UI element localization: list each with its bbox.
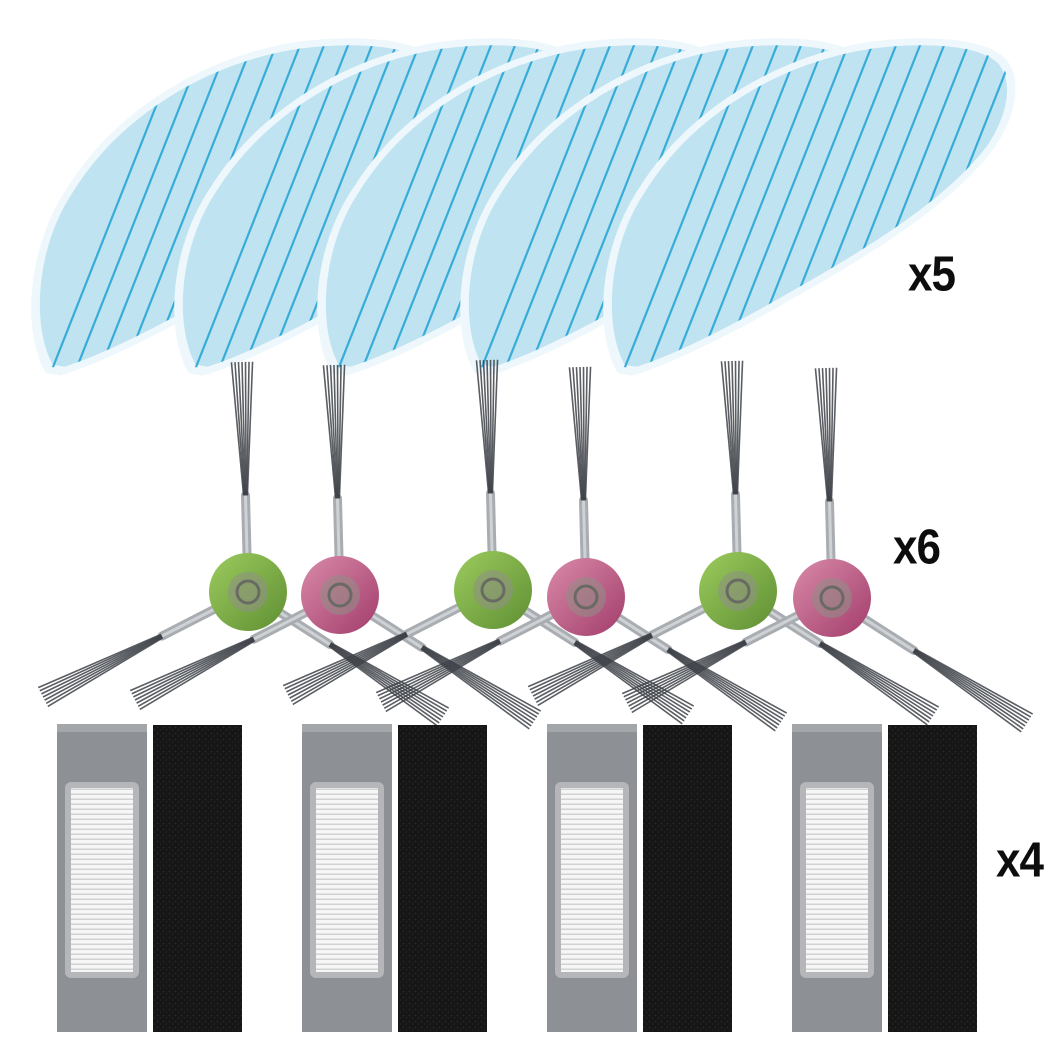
sponge-filter [888, 725, 977, 1032]
side-brushes-group [37, 359, 1034, 733]
hepa-filter [547, 724, 637, 1032]
filter-quantity-label: x4 [996, 833, 1044, 888]
mop-pad-quantity-label: x5 [908, 247, 956, 302]
side-brush [527, 360, 940, 726]
side-brush [129, 364, 542, 730]
hepa-filter [792, 724, 882, 1032]
sponge-filter [643, 725, 732, 1032]
filter-set [547, 724, 732, 1032]
side-brush [621, 367, 1034, 733]
side-brush [37, 361, 450, 727]
filter-set [792, 724, 977, 1032]
mop-pads-group [31, 38, 1016, 376]
side-brush-quantity-label: x6 [893, 520, 941, 575]
side-brush [375, 366, 788, 732]
sponge-filter [153, 725, 242, 1032]
side-brush [282, 359, 695, 725]
sponge-filter [398, 725, 487, 1032]
filter-set [57, 724, 242, 1032]
hepa-filter [302, 724, 392, 1032]
filter-sets-group [57, 724, 977, 1032]
filter-set [302, 724, 487, 1032]
hepa-filter [57, 724, 147, 1032]
